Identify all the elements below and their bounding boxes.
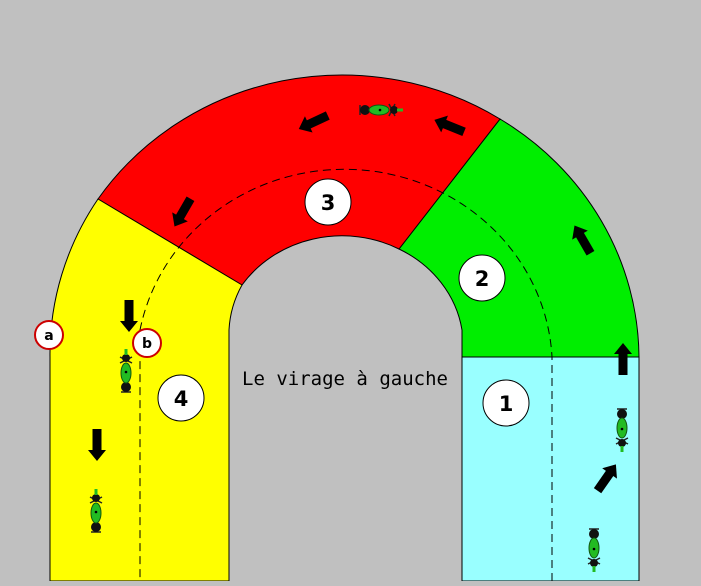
zone-4-badge: 4 [157, 374, 205, 422]
zone-2 [398, 118, 640, 358]
zone-3-badge: 3 [304, 178, 352, 226]
marker-a-label: a [44, 328, 53, 344]
zone-1-number: 1 [499, 392, 514, 416]
zone-2-badge: 2 [458, 254, 506, 302]
marker-b: b [132, 328, 162, 358]
center-lane-line [139, 168, 553, 581]
zone-3-number: 3 [321, 191, 336, 215]
marker-b-label: b [142, 336, 152, 352]
zone-4 [49, 198, 243, 582]
zone-4-number: 4 [174, 387, 189, 411]
zone-2-number: 2 [475, 267, 490, 291]
diagram-caption: Le virage à gauche [242, 368, 448, 390]
zone-1-badge: 1 [482, 379, 530, 427]
marker-a: a [34, 320, 64, 350]
zone-3 [97, 74, 501, 286]
